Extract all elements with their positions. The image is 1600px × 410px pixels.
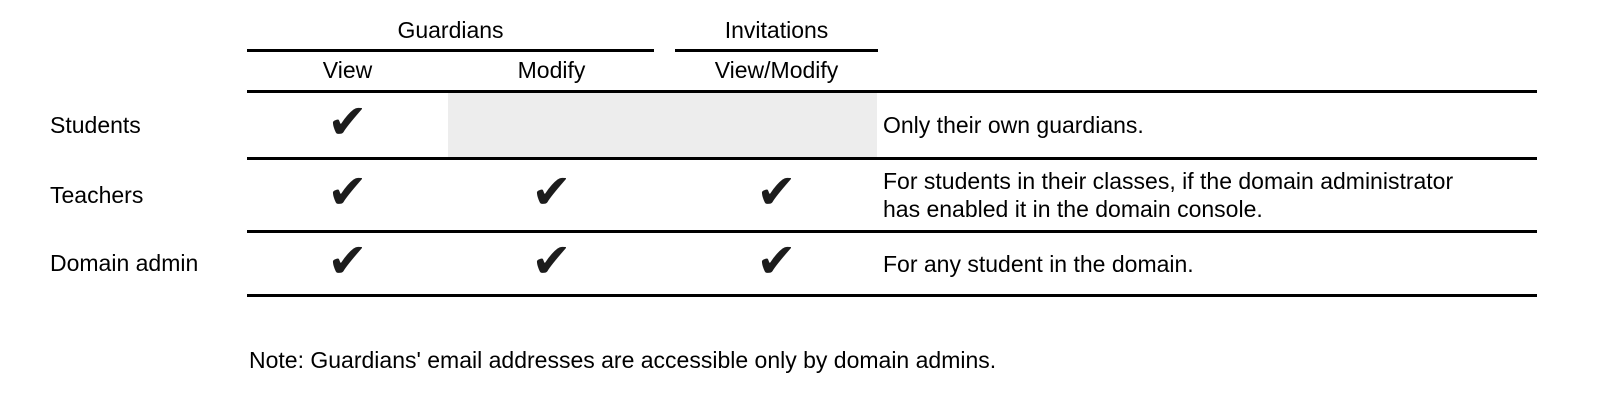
header-rule [247, 90, 1537, 93]
row-label-domain-admin: Domain admin [50, 250, 199, 276]
check-icon: ✔ [756, 164, 797, 220]
check-icon: ✔ [756, 232, 797, 289]
table-bottom-rule [247, 294, 1537, 297]
guardians-underline [247, 49, 654, 52]
column-header-view: View [322, 57, 373, 83]
cell-teachers-view: ✔ [247, 160, 448, 230]
column-header-modify: Modify [517, 57, 586, 83]
check-icon: ✔ [531, 164, 572, 220]
check-icon: ✔ [327, 164, 368, 220]
cell-domain-admin-view-modify: ✔ [675, 233, 878, 294]
cell-domain-admin-view: ✔ [247, 233, 448, 294]
column-header-view-modify: View/Modify [714, 57, 839, 83]
cell-teachers-modify: ✔ [448, 160, 655, 230]
note-domain-admin: For any student in the domain. [883, 250, 1194, 277]
row-label-teachers: Teachers [50, 181, 144, 208]
footnote: Note: Guardians' email addresses are acc… [249, 347, 997, 373]
column-group-header-guardians: Guardians [397, 17, 504, 43]
cell-teachers-view-modify: ✔ [675, 160, 878, 230]
note-students: Only their own guardians. [883, 112, 1144, 138]
row-divider [247, 157, 1537, 160]
check-icon: ✔ [327, 94, 368, 150]
row-label-students: Students [50, 111, 141, 138]
cell-students-modify [448, 93, 655, 157]
invitations-underline [675, 49, 878, 52]
cell-domain-admin-modify: ✔ [448, 233, 655, 294]
note-teachers: For students in their classes, if the do… [883, 168, 1454, 222]
row-divider [247, 230, 1537, 233]
check-icon: ✔ [531, 232, 572, 289]
check-icon: ✔ [327, 232, 368, 289]
students-disabled-cells-region [448, 93, 877, 157]
cell-students-view-modify [675, 93, 878, 157]
column-group-header-invitations: Invitations [724, 17, 829, 43]
cell-students-view: ✔ [247, 93, 448, 157]
